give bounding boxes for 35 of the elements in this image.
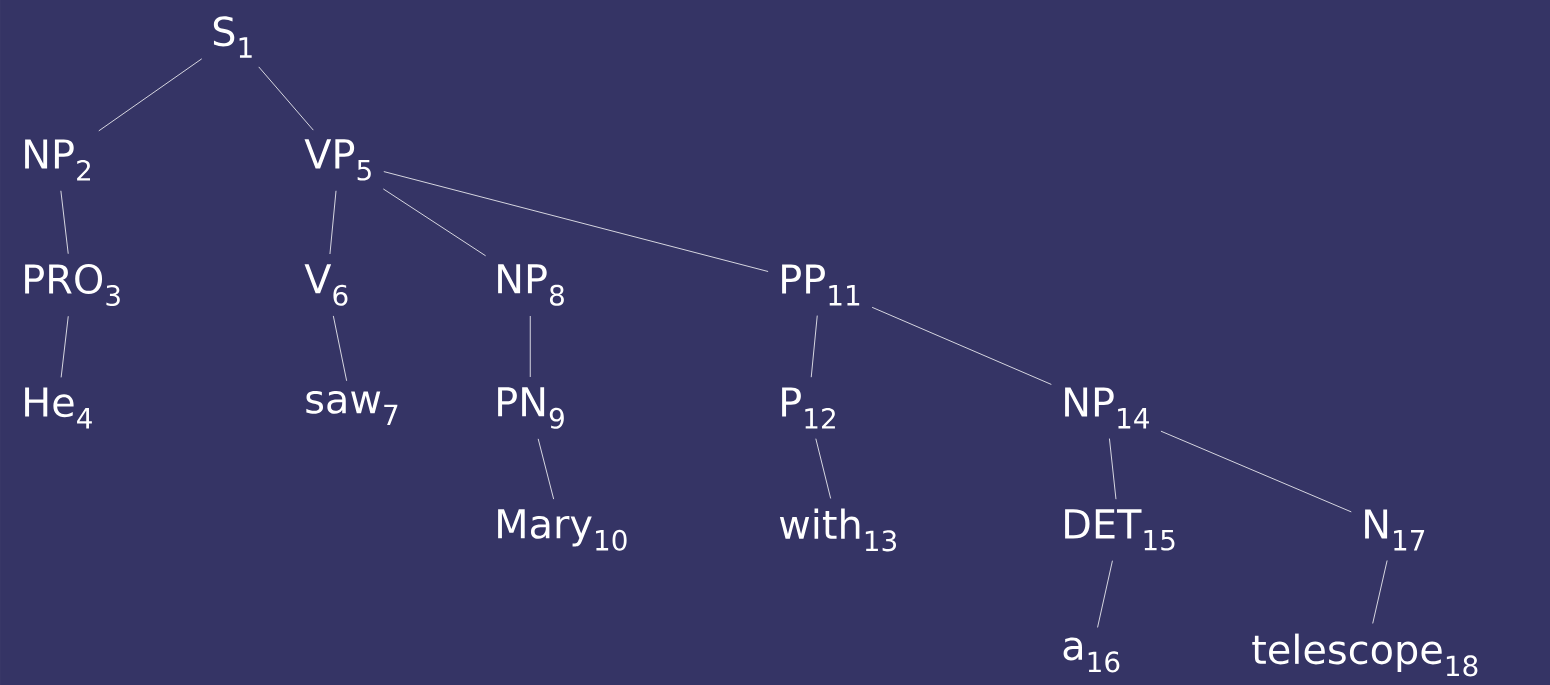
tree-label: VP$_{5}$ bbox=[304, 139, 371, 181]
tree-label: a$_{16}$ bbox=[1063, 637, 1120, 673]
tree-label: P$_{12}$ bbox=[782, 387, 835, 429]
tree-branch bbox=[60, 315, 69, 378]
tree-label: with$_{13}$ bbox=[779, 508, 896, 552]
tree-label: DET$_{15}$ bbox=[1065, 509, 1175, 551]
tree-branch bbox=[329, 190, 337, 255]
tree-label: NP$_{2}$ bbox=[25, 139, 90, 181]
tree-branch bbox=[1372, 560, 1388, 624]
tree-branch bbox=[810, 315, 818, 378]
tree-branch bbox=[1160, 430, 1352, 513]
tree-branch bbox=[1109, 438, 1117, 500]
tree-label: saw$_{7}$ bbox=[306, 390, 398, 426]
tree-label: S$_{1}$ bbox=[213, 16, 252, 58]
tree-label: He$_{4}$ bbox=[25, 387, 92, 429]
tree-label: N$_{17}$ bbox=[1365, 509, 1425, 551]
tree-branch bbox=[60, 190, 69, 255]
tree-branch bbox=[332, 315, 348, 382]
tree-label: V$_{6}$ bbox=[304, 264, 348, 306]
tree-branch bbox=[537, 438, 555, 500]
tree-label: PRO$_{3}$ bbox=[25, 263, 120, 307]
tree-branch bbox=[382, 188, 486, 257]
tree-branch bbox=[98, 58, 203, 132]
tree-branch bbox=[258, 66, 314, 131]
tree-branch bbox=[1097, 560, 1113, 628]
tree-label: Mary$_{10}$ bbox=[498, 509, 627, 551]
tree-label: PN$_{9}$ bbox=[498, 387, 564, 429]
tree-branch bbox=[815, 438, 832, 499]
tree-label: NP$_{8}$ bbox=[498, 264, 564, 306]
tree-label: NP$_{14}$ bbox=[1065, 387, 1149, 429]
tree-branch bbox=[383, 171, 769, 272]
tree-branch bbox=[529, 315, 531, 378]
tree-label: PP$_{11}$ bbox=[782, 264, 860, 306]
tree-label: telescope$_{18}$ bbox=[1252, 633, 1478, 677]
tree-branch bbox=[871, 306, 1052, 385]
